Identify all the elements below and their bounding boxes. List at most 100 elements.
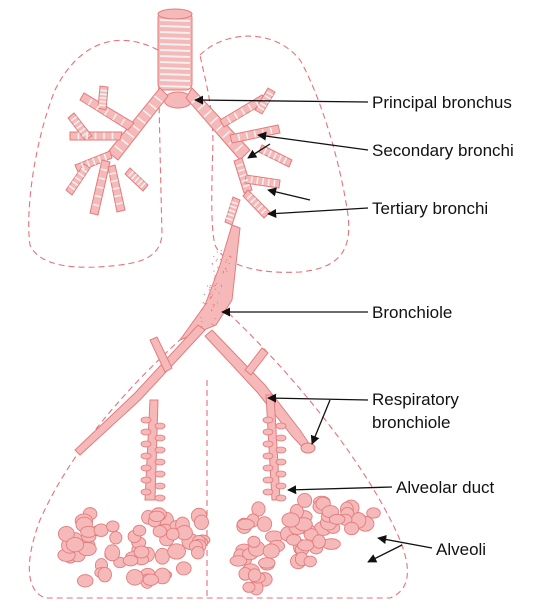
stipple-dot [223, 272, 224, 273]
stipple-dot [223, 271, 224, 272]
stipple-dot [213, 306, 214, 307]
alveolar-sac [168, 544, 186, 559]
stipple-dot [217, 302, 218, 303]
duct-bud [155, 483, 165, 489]
label-alveoli: Alveoli [436, 540, 486, 559]
leader-respiratory-bronchiole-1 [268, 398, 368, 400]
alveolar-sac [176, 562, 191, 575]
alveolar-sac [263, 544, 279, 558]
labels: Principal bronchus Secondary bronchi Ter… [372, 93, 514, 559]
stipple-dot [204, 294, 205, 295]
branch-ring [100, 90, 107, 91]
stipple-dot [211, 296, 212, 297]
leader-respiratory-bronchiole-2 [312, 400, 330, 444]
trachea-ring [160, 26, 190, 27]
alveolar-sac [259, 558, 276, 568]
stipple-dot [201, 321, 202, 322]
stipple-dot [221, 250, 222, 251]
stipple-dot [213, 325, 214, 326]
duct-bud [263, 441, 273, 447]
leader-tertiary-bronchi-2 [268, 190, 310, 200]
stipple-dot [212, 294, 213, 295]
alveolar-sac [153, 526, 166, 537]
trachea-ring [160, 86, 190, 87]
duct-bud [276, 459, 286, 465]
stipple-dot [214, 275, 215, 276]
alveolar-sac [248, 536, 260, 547]
stipple-dot [226, 271, 227, 272]
trachea-ring [160, 62, 190, 63]
label-respiratory-line2: bronchiole [372, 413, 450, 432]
duct-bud [155, 471, 165, 477]
duct-bud [141, 441, 151, 447]
stipple-dot [216, 260, 217, 261]
trachea-ring [160, 50, 190, 51]
stipple-dot [229, 256, 230, 257]
leader-secondary-bronchi-1 [258, 135, 368, 150]
branch-ring [268, 179, 269, 186]
trachea-ring [160, 38, 190, 39]
trachea-ring [160, 56, 190, 57]
stipple-dot [221, 253, 222, 254]
alveolar-sac [94, 524, 108, 537]
bronchial-tree [58, 9, 380, 595]
label-alveolar-duct: Alveolar duct [396, 478, 495, 497]
stipple-dot [211, 324, 212, 325]
trachea-ring [160, 68, 190, 69]
stipple-dot [209, 289, 210, 290]
alveolar-sac [149, 511, 164, 521]
stipple-dot [216, 259, 217, 260]
stipple-dot [216, 283, 217, 284]
stipple-dot [215, 284, 216, 285]
duct-bud [141, 489, 151, 495]
stipple-dot [207, 285, 208, 286]
alveolar-sac [127, 570, 144, 586]
alveolar-sac [98, 567, 111, 581]
leader-alveoli-2 [368, 545, 402, 562]
label-principal-bronchus: Principal bronchus [372, 93, 512, 112]
duct-bud [263, 477, 273, 483]
branch-ring [99, 105, 106, 106]
branch-ring [274, 180, 275, 187]
stipple-dot [217, 251, 218, 252]
alveolar-sac [298, 540, 314, 551]
left-alveolar-sacs [58, 508, 210, 589]
trachea-ring [160, 20, 190, 21]
duct-bud [141, 477, 151, 483]
stipple-dot [206, 303, 207, 304]
alveolar-sac [243, 582, 255, 592]
branch-ring [99, 101, 106, 102]
stipple-dot [213, 256, 214, 257]
stipple-dot [226, 259, 227, 260]
duct-bud [276, 471, 286, 477]
stipple-dot [215, 289, 216, 290]
alveolar-sac [123, 555, 138, 566]
stipple-dot [212, 263, 213, 264]
duct-bud [276, 423, 286, 429]
alveolar-sac [298, 493, 312, 507]
stipple-dot [230, 257, 231, 258]
stipple-dot [210, 285, 211, 286]
stipple-dot [209, 287, 210, 288]
stipple-dot [211, 309, 212, 310]
duct-bud [141, 453, 151, 459]
stipple-dot [229, 263, 230, 264]
stipple-dot [225, 262, 226, 263]
stipple-dot [213, 271, 214, 272]
duct-bud [141, 465, 151, 471]
leader-tertiary-bronchi-1 [268, 208, 368, 214]
trachea-ring [160, 44, 190, 45]
alveolar-sac [237, 519, 254, 530]
alveolar-sac [134, 546, 149, 558]
stipple-dot [220, 259, 221, 260]
alveolar-sac [192, 546, 205, 558]
duct-bud [155, 447, 165, 453]
stipple-dot [215, 318, 216, 319]
trachea-ring [160, 80, 190, 81]
leader-alveolar-duct [288, 487, 392, 490]
stipple-dot [219, 292, 220, 293]
bronchiole [180, 225, 240, 340]
duct-bud [155, 495, 165, 501]
